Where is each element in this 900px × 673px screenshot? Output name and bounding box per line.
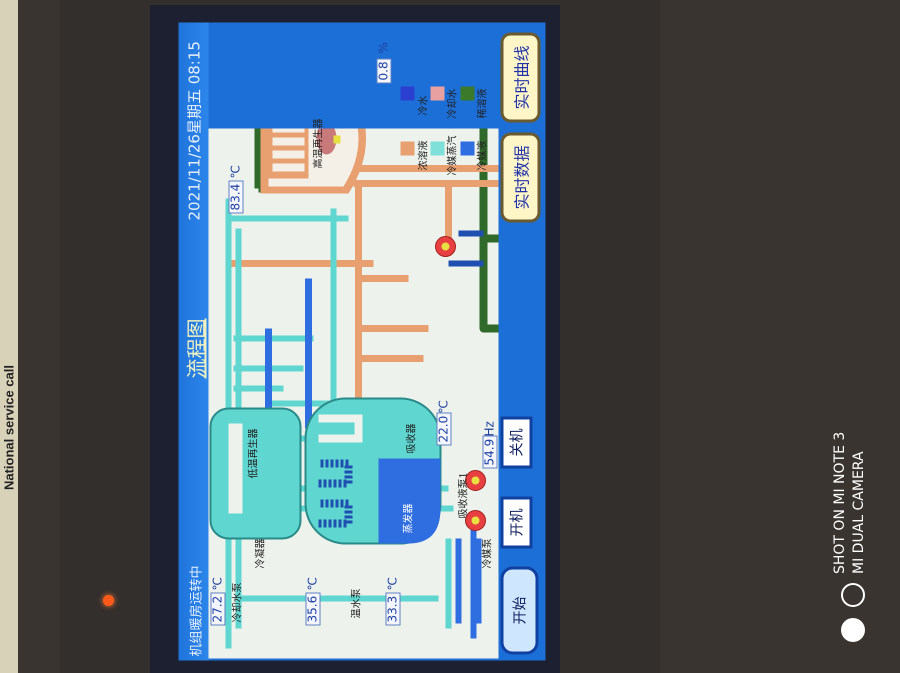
realtime-data-button[interactable]: 实时数据 — [500, 132, 540, 222]
legend-swatch — [430, 141, 444, 155]
legend-label: 浓溶液 — [418, 140, 429, 170]
watermark-line1: SHOT ON MI NOTE 3 — [832, 431, 848, 574]
label-evaporator: 蒸发器 — [403, 503, 414, 533]
header-bar: 机组暖房运转中 流程图 2021/11/26星期五 08:15 — [178, 22, 208, 660]
generator-temp: 83.4 — [228, 180, 243, 213]
legend-swatch — [430, 86, 444, 100]
label-cooling-pump: 冷却水泵 — [232, 582, 243, 622]
legend-label: 冷水 — [418, 95, 429, 115]
legend-label: 稀溶液 — [477, 88, 488, 118]
page-title: 流程图 — [184, 318, 208, 378]
label-absorber: 吸收器 — [406, 423, 417, 453]
cooling-water-temp: 27.2 — [210, 592, 225, 625]
camera-logo-ring-icon — [841, 583, 865, 607]
label-high-generator: 高温再生器 — [313, 118, 324, 168]
power-off-button[interactable]: 关机 — [500, 416, 532, 468]
camera-logo-dot-icon — [841, 618, 865, 642]
hot-water-out-temp: 35.6 — [305, 592, 320, 625]
diagram-pipes — [209, 56, 628, 648]
label-low-generator: 低温再生器 — [248, 428, 259, 478]
legend-label: 冷媒蒸汽 — [447, 135, 458, 175]
legend-swatch — [400, 141, 414, 155]
power-on-button[interactable]: 开机 — [500, 496, 532, 548]
evaporator-temp: 22.0 — [436, 412, 451, 445]
process-diagram: 高温再生器 低温再生器 冷凝器 冷却水泵 温水泵 吸收器 蒸发器 吸收液泵1 冷… — [208, 42, 628, 658]
watermark-line2: MI DUAL CAMERA — [851, 451, 867, 574]
camera-watermark: SHOT ON MI NOTE 3 MI DUAL CAMERA — [831, 404, 869, 574]
legend-label: 冷媒液 — [477, 140, 488, 170]
unit: ℃ — [305, 576, 319, 590]
legend-swatch — [460, 141, 474, 155]
label-ref-pump: 冷媒泵 — [482, 538, 493, 568]
hmi-screen: 机组暖房运转中 流程图 2021/11/26星期五 08:15 — [178, 22, 628, 660]
unit: % — [376, 41, 390, 53]
hot-water-in-temp: 33.3 — [385, 592, 400, 625]
opening-percent: 0.8 — [376, 57, 391, 83]
unit: Hz — [482, 420, 496, 436]
pump-frequency: 54.9 — [482, 435, 497, 468]
legend-swatch — [460, 86, 474, 100]
datetime: 2021/11/26星期五 08:15 — [185, 40, 203, 220]
unit: ℃ — [210, 576, 224, 590]
unit: ℃ — [228, 164, 242, 178]
sticker-text: National service call — [1, 365, 17, 491]
label-abs-pump: 吸收液泵1 — [458, 471, 469, 518]
unit: ℃ — [385, 576, 399, 590]
realtime-curve-button[interactable]: 实时曲线 — [500, 32, 540, 122]
label-hot-pump: 温水泵 — [351, 588, 362, 618]
pump-icon — [434, 235, 486, 531]
sticker: National service call — [0, 0, 18, 673]
label-condenser: 冷凝器 — [255, 538, 266, 568]
legend-swatch — [400, 86, 414, 100]
start-button[interactable]: 开始 — [500, 566, 538, 654]
legend-label: 冷却水 — [447, 88, 458, 118]
power-led — [103, 595, 114, 606]
unit: ℃ — [436, 399, 450, 413]
run-status: 机组暖房运转中 — [189, 564, 204, 656]
